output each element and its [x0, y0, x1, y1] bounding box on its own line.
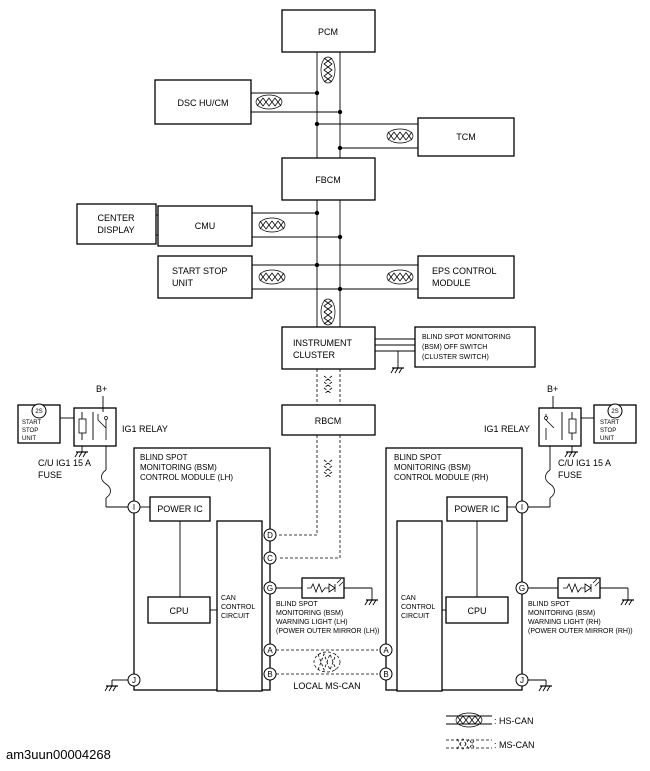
- cpu-rh-label: CPU: [467, 606, 486, 616]
- cpu-lh-label: CPU: [169, 606, 188, 616]
- bsm-switch-label-1: BLIND SPOT MONITORING: [422, 334, 511, 341]
- dsc-label: DSC HU/CM: [178, 98, 229, 108]
- fuse-lh-label-1: C/U IG1 15 A: [38, 458, 91, 468]
- can-rh-label-1: CAN: [401, 595, 416, 602]
- bsm-rh-title-2: MONITORING (BSM): [394, 463, 471, 472]
- connector-d-lh: [263, 528, 277, 542]
- bsm-off-switch-box: [414, 326, 536, 368]
- bplus-lh: B+: [96, 384, 107, 394]
- ssu-lh-label-2: STOP: [22, 428, 38, 434]
- badge-2s-rh: 2S: [611, 409, 618, 415]
- center-display-label-2: DISPLAY: [97, 225, 134, 235]
- warning-lh-label-4: (POWER OUTER MIRROR (LH)): [276, 628, 379, 635]
- eps-label-2: MODULE: [432, 278, 471, 288]
- ssu-rh-label-2: STOP: [600, 428, 616, 434]
- connector-a-rh: [379, 643, 393, 657]
- ig1-relay-lh: [73, 407, 117, 447]
- instrument-cluster-box: [281, 326, 376, 370]
- connector-b-rh-label: B: [383, 670, 388, 679]
- start-stop-unit-box: [157, 255, 253, 299]
- instrument-cluster-label-1: INSTRUMENT: [293, 338, 352, 348]
- fbcm-box: [281, 157, 376, 201]
- connector-d-lh-label: D: [267, 531, 273, 540]
- warning-lh-label-2: MONITORING (BSM): [276, 610, 343, 617]
- local-ms-can-label: LOCAL MS-CAN: [293, 681, 360, 691]
- instrument-cluster-label-2: CLUSTER: [293, 350, 336, 360]
- tcm-label: TCM: [456, 132, 476, 142]
- bsm-switch-label-2: (BSM) OFF SWITCH: [422, 344, 487, 351]
- warning-lh-label-1: BLIND SPOT: [276, 601, 318, 608]
- bsm-rh-title-3: CONTROL MODULE (RH): [394, 473, 489, 482]
- bsm-rh-title-1: BLIND SPOT: [394, 453, 442, 462]
- relay-lh-label: IG1 RELAY: [122, 424, 168, 434]
- power-ic-lh-label: POWER IC: [157, 504, 203, 514]
- fuse-rh-label-2: FUSE: [558, 470, 582, 480]
- warning-rh-label-4: (POWER OUTER MIRROR (RH)): [528, 628, 633, 635]
- dsc-box: [154, 79, 252, 125]
- ssu-lh-label-1: START: [22, 420, 41, 426]
- figure-id: am3uun00004268: [6, 747, 111, 762]
- can-lh-label-3: CIRCUIT: [221, 613, 250, 620]
- can-rh-label-3: CIRCUIT: [401, 613, 430, 620]
- center-display-box: [76, 203, 157, 245]
- bplus-rh: B+: [547, 384, 558, 394]
- warning-rh-label-1: BLIND SPOT: [528, 601, 570, 608]
- connector-b-rh: [379, 667, 393, 681]
- warning-lh-label-3: WARNING LIGHT (LH): [276, 619, 348, 626]
- relay-rh-label: IG1 RELAY: [484, 424, 530, 434]
- warning-rh-label-3: WARNING LIGHT (RH): [528, 619, 601, 626]
- connector-i-rh-label: I: [521, 503, 523, 512]
- fuse-rh-label-1: C/U IG1 15 A: [558, 458, 611, 468]
- connector-g-lh-label: G: [267, 584, 273, 593]
- tcm-box: [417, 117, 515, 157]
- can-lh-label-1: CAN: [221, 595, 236, 602]
- ig1-relay-rh: [538, 407, 582, 447]
- badge-2s-lh: 2S: [35, 409, 42, 415]
- connector-a-lh-label: A: [267, 646, 273, 655]
- connector-a-rh-label: A: [383, 646, 389, 655]
- connector-g-rh-label: G: [519, 584, 525, 593]
- connector-c-lh: [263, 551, 277, 565]
- rbcm-label: RBCM: [315, 416, 342, 426]
- legend-hs-can: : HS-CAN: [494, 716, 534, 726]
- start-stop-unit-label-2: UNIT: [172, 278, 193, 288]
- eps-label-1: EPS CONTROL: [432, 266, 497, 276]
- center-display-label-1: CENTER: [97, 213, 135, 223]
- can-control-lh: [216, 520, 263, 692]
- bsm-lh-title-3: CONTROL MODULE (LH): [140, 473, 233, 482]
- connector-j-lh-label: J: [132, 676, 136, 685]
- can-rh-label-2: CONTROL: [401, 604, 435, 611]
- rbcm-box: [281, 404, 376, 436]
- power-ic-rh-label: POWER IC: [454, 504, 500, 514]
- start-stop-unit-label-1: START STOP: [172, 266, 227, 276]
- warning-rh-label-2: MONITORING (BSM): [528, 610, 595, 617]
- ssu-lh-label-3: UNIT: [22, 436, 36, 442]
- cmu-label: CMU: [195, 221, 216, 231]
- connector-i-lh-label: I: [133, 503, 135, 512]
- connector-j-rh-label: J: [520, 676, 524, 685]
- can-lh-label-2: CONTROL: [221, 604, 255, 611]
- cmu-box: [157, 205, 253, 247]
- fuse-lh-label-2: FUSE: [38, 470, 62, 480]
- fbcm-label: FBCM: [315, 175, 341, 185]
- bsm-switch-label-3: (CLUSTER SWITCH): [422, 354, 489, 361]
- eps-box: [417, 255, 515, 299]
- bsm-lh-title-1: BLIND SPOT: [140, 453, 188, 462]
- connector-c-lh-label: C: [267, 554, 273, 563]
- can-control-rh: [396, 520, 443, 692]
- legend-ms-can: : MS-CAN: [494, 740, 535, 750]
- ssu-rh-label-3: UNIT: [600, 436, 614, 442]
- pcm-label: PCM: [318, 27, 338, 37]
- bsm-lh-title-2: MONITORING (BSM): [140, 463, 217, 472]
- connector-b-lh-label: B: [267, 670, 272, 679]
- ssu-rh-label-1: START: [600, 420, 619, 426]
- pcm-box: [281, 9, 376, 53]
